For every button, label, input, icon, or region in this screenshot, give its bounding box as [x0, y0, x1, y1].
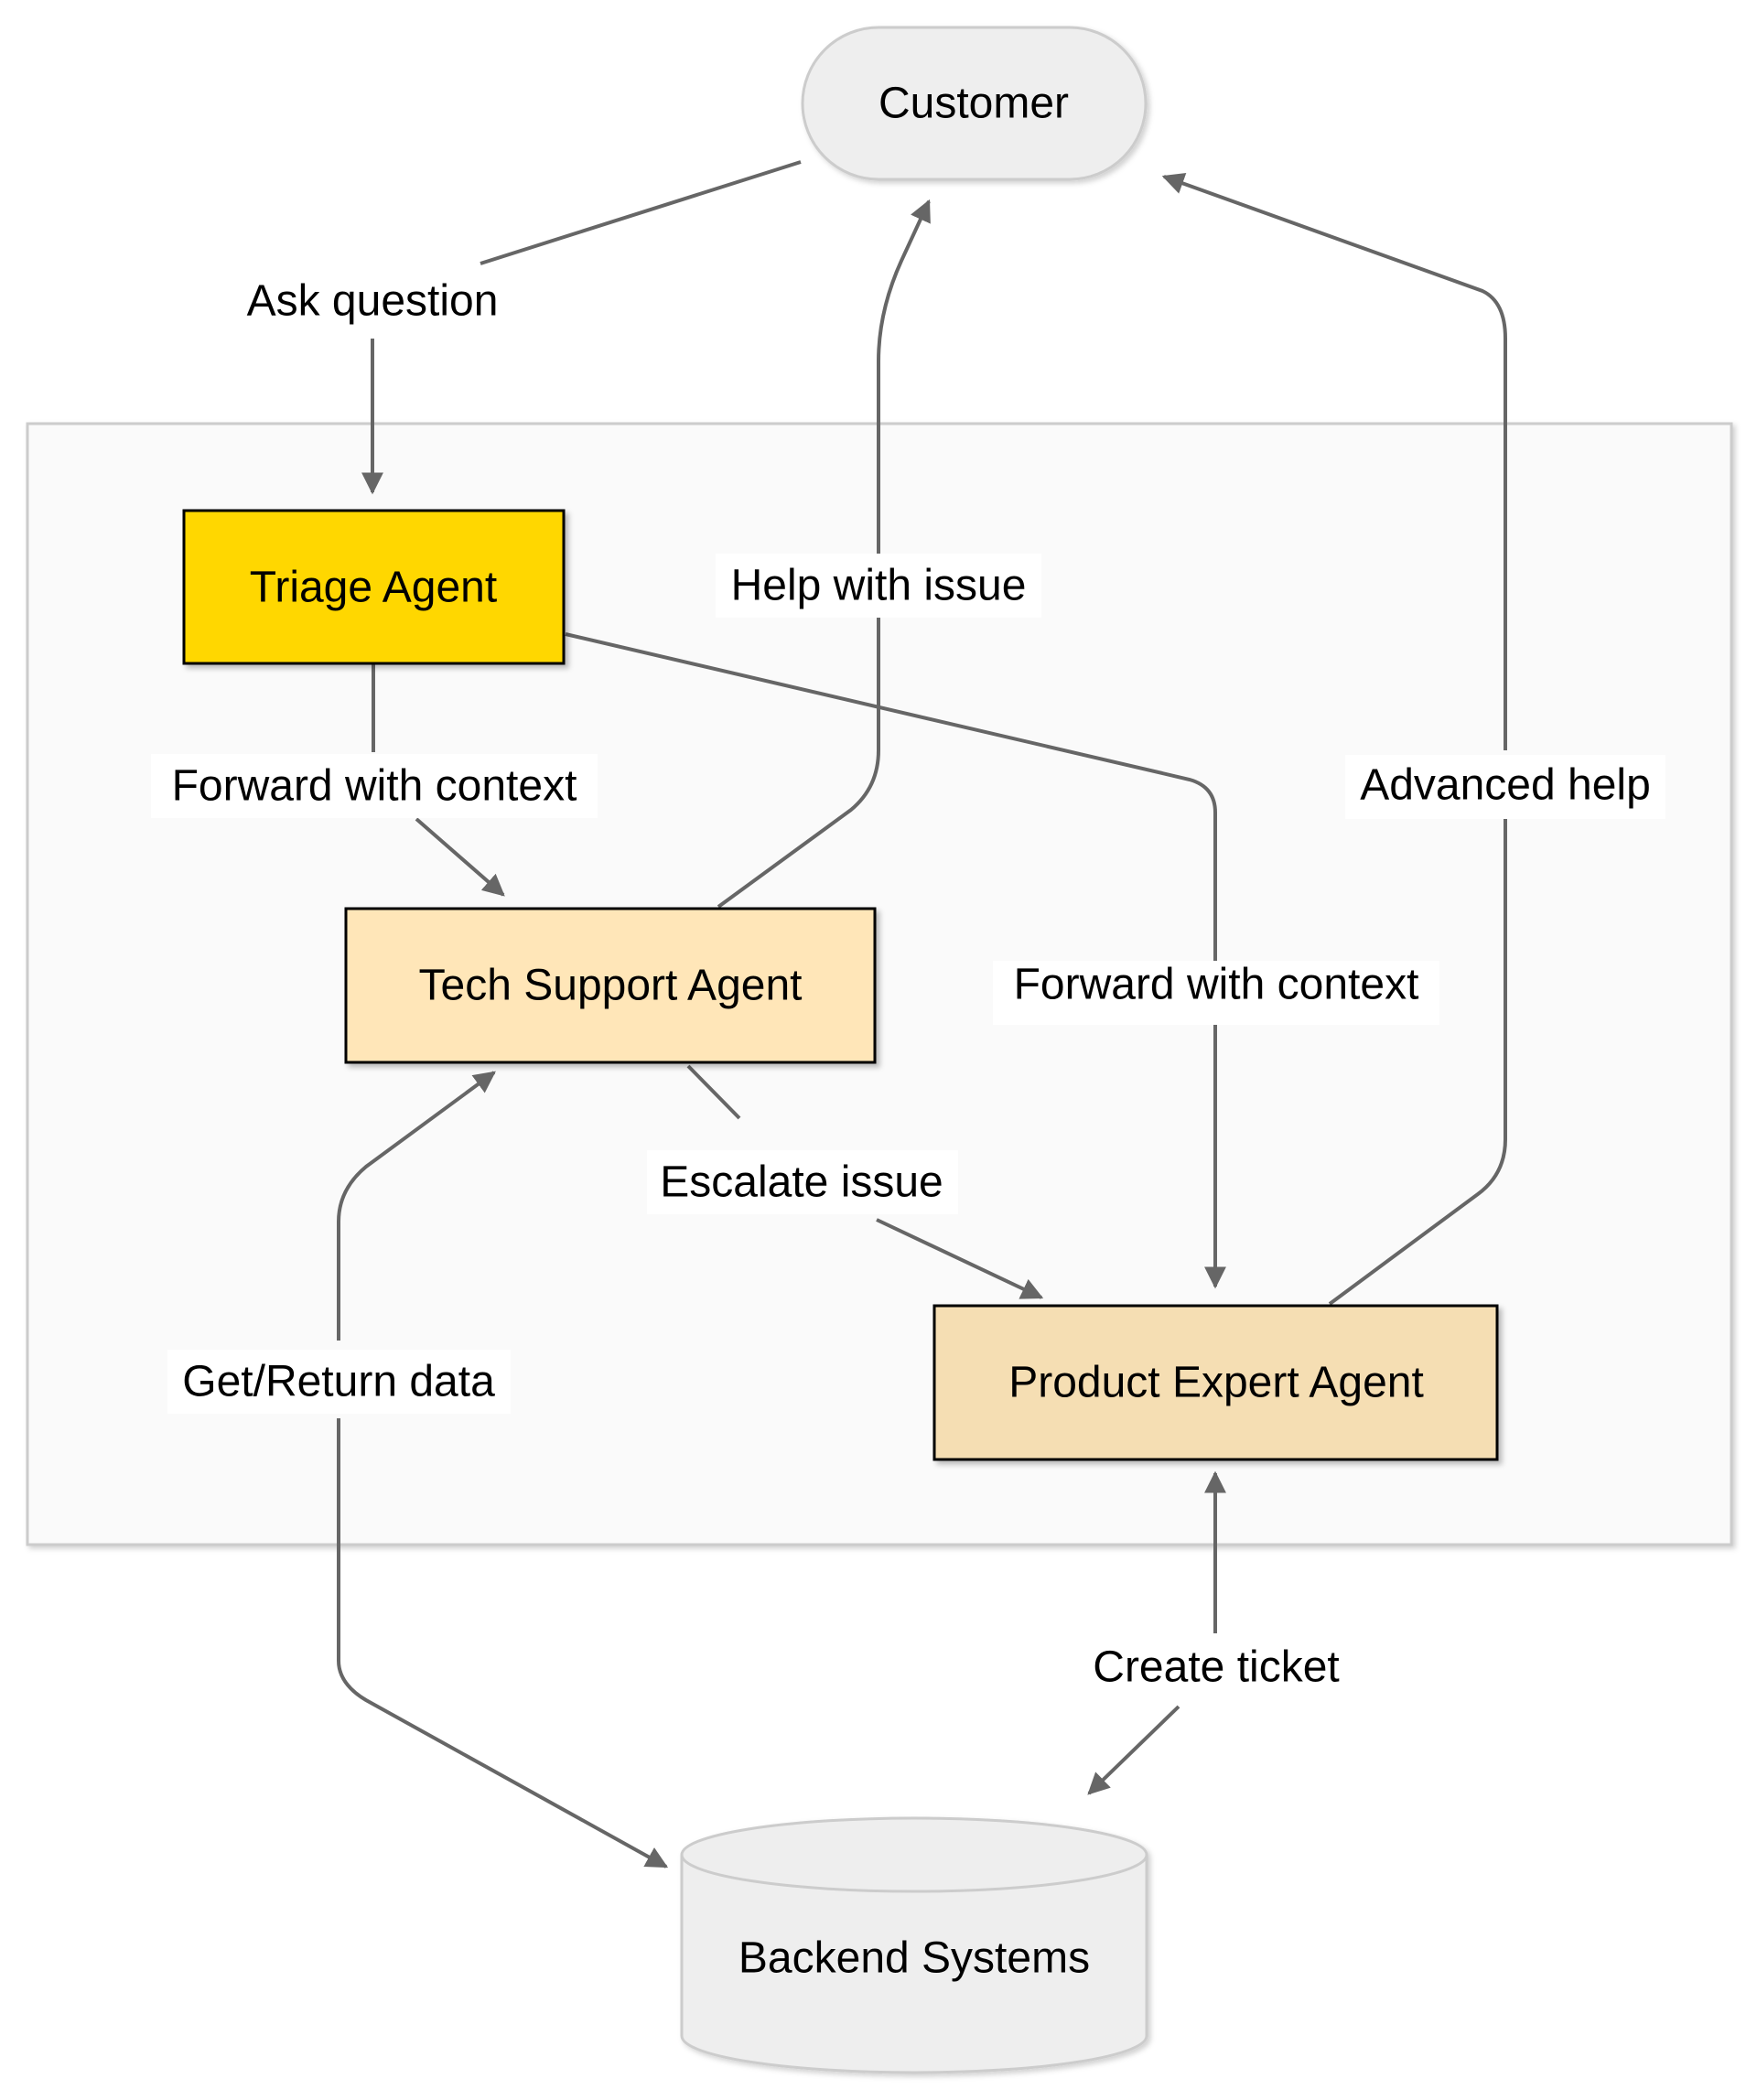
edge-label-triage-to-product: Forward with context	[1014, 961, 1419, 1009]
node-customer-label: Customer	[878, 80, 1069, 128]
edge-triage-to-tech	[372, 663, 503, 895]
node-tech-support-agent-label: Tech Support Agent	[419, 962, 803, 1010]
edge-label-ask-question: Ask question	[247, 277, 499, 326]
edge-triage-to-product	[565, 632, 1215, 1287]
node-triage-agent-label: Triage Agent	[250, 564, 497, 612]
edge-tech-to-customer	[717, 201, 929, 909]
edge-product-to-customer	[1164, 177, 1507, 1306]
node-product-expert-agent-label: Product Expert Agent	[1008, 1359, 1424, 1407]
edge-label-triage-to-tech: Forward with context	[172, 762, 577, 811]
node-triage-agent[interactable]: Triage Agent	[182, 509, 566, 665]
node-backend-systems[interactable]: Backend Systems	[680, 1816, 1148, 2074]
edge-ask-question	[372, 160, 802, 492]
edge-label-product-to-customer: Advanced help	[1360, 761, 1651, 810]
edge-escalate	[686, 1064, 1041, 1298]
edge-create-ticket	[1089, 1473, 1215, 1793]
node-product-expert-agent[interactable]: Product Expert Agent	[932, 1304, 1499, 1461]
node-customer[interactable]: Customer	[801, 26, 1148, 181]
node-tech-support-agent[interactable]: Tech Support Agent	[344, 907, 877, 1064]
edge-label-create-ticket: Create ticket	[1093, 1643, 1339, 1692]
edge-labels: Ask question Forward with context Forwar…	[151, 265, 1665, 1700]
edge-label-tech-to-customer: Help with issue	[731, 562, 1027, 610]
edges	[337, 160, 1507, 1867]
node-backend-systems-label: Backend Systems	[738, 1934, 1090, 1983]
edge-get-return-data	[337, 1072, 666, 1867]
edge-label-get-return-data: Get/Return data	[182, 1358, 495, 1406]
edge-label-escalate: Escalate issue	[660, 1158, 943, 1207]
